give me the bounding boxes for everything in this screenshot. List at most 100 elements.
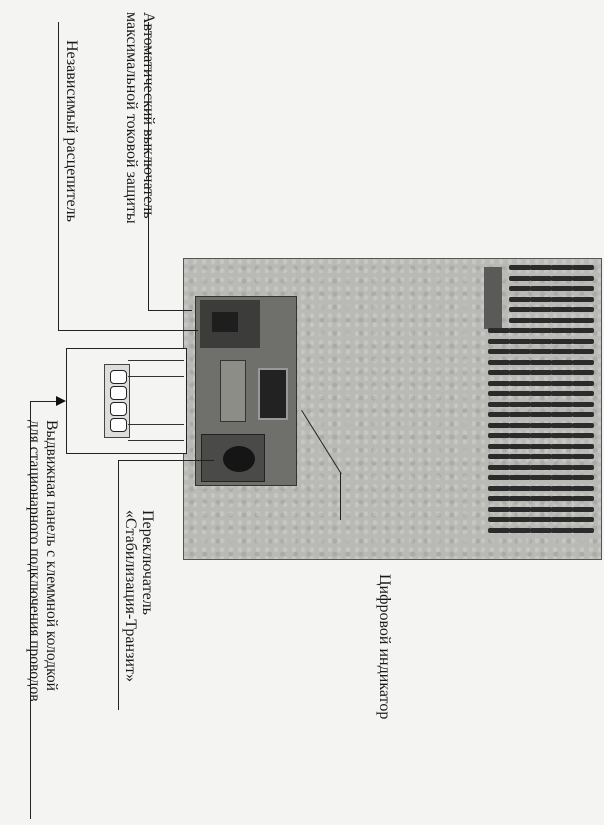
vent-slot [509,265,531,270]
vent-slot [572,496,594,501]
vent-slot [551,381,573,386]
vent-slot [488,412,510,417]
vent-slot [551,370,573,375]
vent-slot [551,454,573,459]
vent-slot [530,360,552,365]
vent-slot [509,528,531,533]
vent-slot [572,360,594,365]
vent-slot [530,486,552,491]
vent-slot [572,486,594,491]
label-breaker-line1: Автоматический выключатель [140,12,157,224]
vent-slot [530,496,552,501]
vent-slot [488,507,510,512]
vent-slot [572,276,594,281]
vent-slot [572,286,594,291]
label-switch-line2: «Стабилизация-Транзит» [122,510,139,682]
digital-display [258,368,288,420]
vent-slot [572,339,594,344]
vent-slot [509,507,531,512]
vent-slot [488,486,510,491]
internal-terminal-strip [220,360,246,422]
vent-slot [551,328,573,333]
vent-slot [509,475,531,480]
vent-slot [551,297,573,302]
vent-slot [509,444,531,449]
vent-slot [530,276,552,281]
vent-slot [551,486,573,491]
vent-slot [488,433,510,438]
vent-slot [530,297,552,302]
vent-slot [509,360,531,365]
connection-wire [128,376,184,377]
vent-slot [509,286,531,291]
vent-slot [551,475,573,480]
vent-slot [488,465,510,470]
vent-slot [551,465,573,470]
vent-slot [488,444,510,449]
vent-slot [509,318,531,323]
vent-slot [488,454,510,459]
vent-slot [572,433,594,438]
label-switch: Переключатель «Стабилизация-Транзит» [122,510,156,682]
vent-slot [488,391,510,396]
vent-slot [530,423,552,428]
vent-slot [572,507,594,512]
vent-slot [551,517,573,522]
vent-slot [530,265,552,270]
vent-slot [551,391,573,396]
leader-line-shunt-trip [58,330,198,331]
vent-slot [572,391,594,396]
vent-slot [572,297,594,302]
vent-slot [488,423,510,428]
vent-slot [530,454,552,459]
logo-plate [484,267,502,329]
vent-slot [530,307,552,312]
vent-slot [551,360,573,365]
vent-slot [551,349,573,354]
vent-slot [509,423,531,428]
label-breaker-line2: максимальной токовой защиты [123,12,140,224]
vent-slot [551,507,573,512]
leader-line-switch [118,460,214,461]
vent-slot [551,423,573,428]
switch-knob [223,446,255,472]
vent-slot [572,475,594,480]
vent-slot [572,381,594,386]
vent-slot [572,328,594,333]
vent-slot [530,517,552,522]
vent-slot [551,318,573,323]
vent-slot [530,339,552,344]
vent-slot [488,402,510,407]
vent-slot [530,465,552,470]
label-terminal-panel-line1: Выдвижная панель с клеммной колодкой [43,420,60,702]
label-breaker: Автоматический выключатель максимальной … [123,12,157,224]
leader-line-indicator [340,473,341,520]
vent-slot [530,349,552,354]
vent-slot [572,412,594,417]
vent-slot [530,433,552,438]
vent-slot [509,433,531,438]
vent-slot [572,349,594,354]
vent-slot [509,328,531,333]
vent-slot [488,517,510,522]
vent-slot [530,286,552,291]
vent-slot [509,307,531,312]
vent-slot [509,465,531,470]
terminal-screw [110,418,127,432]
vent-slot [509,349,531,354]
vent-slot [530,402,552,407]
vent-slot [488,370,510,375]
label-indicator: Цифровой индикатор [376,574,393,719]
label-switch-line1: Переключатель [139,510,156,682]
label-shunt-trip-text: Независимый расцепитель [63,40,80,222]
vent-slot [530,444,552,449]
vent-slot [488,496,510,501]
vent-slot [551,528,573,533]
vent-slot [572,402,594,407]
vent-slot [530,318,552,323]
vent-slot [509,517,531,522]
vent-slot [551,276,573,281]
vent-slot [509,370,531,375]
leader-line-switch [118,460,119,710]
vent-slot [551,265,573,270]
